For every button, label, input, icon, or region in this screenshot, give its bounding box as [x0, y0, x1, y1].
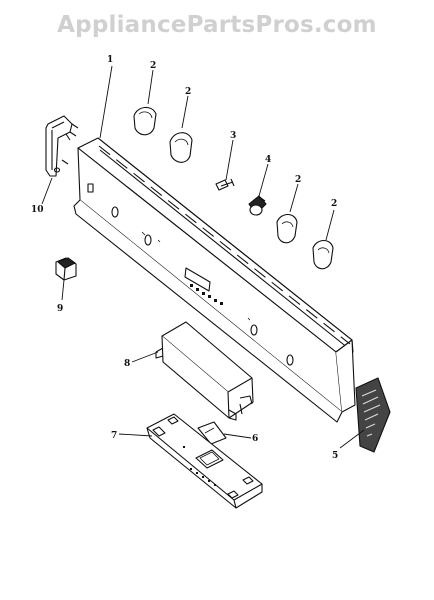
relay-part — [55, 257, 77, 281]
callout-2a: 2 — [150, 61, 156, 71]
callout-2d: 2 — [331, 199, 337, 209]
callout-10: 10 — [31, 205, 44, 215]
callout-1: 1 — [107, 55, 113, 65]
callout-6: 6 — [252, 434, 258, 444]
callout-8: 8 — [124, 359, 130, 369]
callout-labels: 1 2 2 2 2 3 4 5 6 7 8 9 10 — [31, 55, 338, 461]
callout-5: 5 — [332, 451, 338, 461]
callout-2b: 2 — [185, 87, 191, 97]
watermark-text: AppliancePartsPros.com — [57, 12, 377, 38]
leader-lines — [41, 65, 365, 449]
overlay-label-part — [355, 377, 391, 453]
callout-3: 3 — [230, 131, 236, 141]
screw-part — [215, 178, 235, 191]
callout-4: 4 — [265, 155, 271, 165]
control-board-part — [146, 413, 263, 509]
knob-bezel-part — [133, 106, 334, 270]
knob-part — [248, 195, 267, 216]
module-box-part — [155, 321, 254, 421]
control-panel-part — [73, 137, 356, 423]
callout-9: 9 — [57, 304, 63, 314]
end-bracket-part — [45, 115, 79, 177]
callout-7: 7 — [111, 431, 117, 441]
pad-part — [197, 421, 227, 445]
callout-2c: 2 — [295, 175, 301, 185]
